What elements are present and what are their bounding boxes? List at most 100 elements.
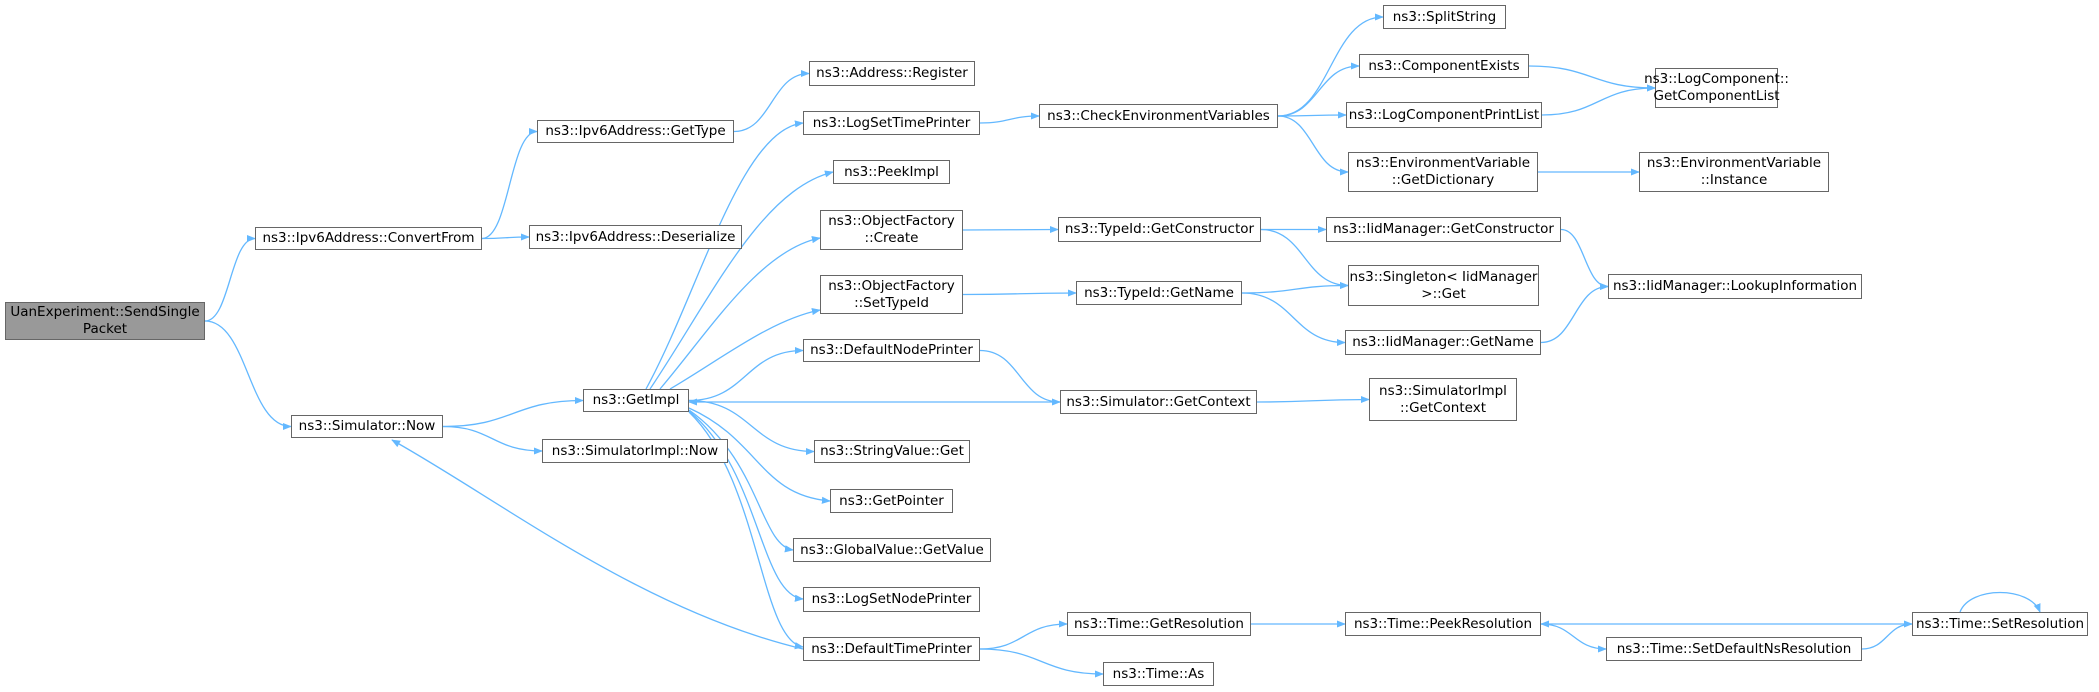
node-timepeekresolution[interactable]: ns3::Time::PeekResolution [1345, 612, 1541, 636]
node-label-line: ns3::Time::PeekResolution [1353, 615, 1533, 632]
node-typeidgetconstructor[interactable]: ns3::TypeId::GetConstructor [1058, 217, 1261, 242]
edge-componentexists-to-logcomponentgetlist [1528, 65, 1656, 92]
node-logsetnodeprinter[interactable]: ns3::LogSetNodePrinter [803, 587, 980, 612]
node-label-line: ns3::DefaultNodePrinter [810, 342, 973, 358]
node-stringvalueget[interactable]: ns3::StringValue::Get [814, 440, 970, 463]
node-singletonget[interactable]: ns3::Singleton< IidManager>::Get [1348, 265, 1539, 306]
edge-checkenv-to-logcomponentprintlist [1277, 111, 1347, 119]
node-ipv6gettype[interactable]: ns3::Ipv6Address::GetType [537, 120, 734, 143]
node-simimplgetcontext[interactable]: ns3::SimulatorImpl::GetContext [1369, 378, 1517, 421]
node-label-line: ns3::ObjectFactory [828, 277, 955, 294]
node-label-line: ns3::GetImpl [592, 392, 680, 408]
edge-getimpl-to-getpointer [688, 407, 831, 504]
node-label-line: ns3::GlobalValue::GetValue [800, 541, 984, 558]
node-timegetresolution[interactable]: ns3::Time::GetResolution [1067, 612, 1251, 636]
edge-defaulttimeprinter-to-timegetresolution [979, 620, 1068, 650]
node-label-line: ns3::PeekImpl [844, 163, 939, 180]
node-getpointer[interactable]: ns3::GetPointer [830, 489, 953, 513]
edge-simnow-to-getimpl [442, 396, 584, 428]
node-label-line: ns3::LogComponent:: [1644, 71, 1789, 87]
edge-defaulttimeprinter-to-simnow [391, 439, 804, 650]
edge-root-to-simnow [204, 320, 292, 431]
edge-timepeekresolution-to-timesetdefaultns [1540, 623, 1607, 653]
node-splitstring[interactable]: ns3::SplitString [1383, 5, 1506, 29]
edge-checkenv-to-envgetdictionary [1277, 115, 1349, 176]
node-iidgetconstructor[interactable]: ns3::IidManager::GetConstructor [1326, 217, 1561, 242]
node-label-line: ns3::Simulator::Now [298, 418, 436, 434]
edge-getimpl-to-peekimpl [649, 170, 834, 390]
edge-getimpl-to-logsettimeprinter [645, 120, 804, 390]
node-envgetdictionary[interactable]: ns3::EnvironmentVariable::GetDictionary [1348, 152, 1538, 192]
edge-getimpl-to-defaultnodeprinter [688, 346, 804, 402]
node-typeidgetname[interactable]: ns3::TypeId::GetName [1076, 281, 1242, 305]
node-label-line: ns3::SimulatorImpl::Now [551, 442, 719, 459]
edge-logcomponentprintlist-to-logcomponentgetlist [1541, 84, 1656, 116]
edge-getimpl-to-ofcreate [659, 236, 821, 390]
node-label-line: ::GetContext [1399, 399, 1487, 416]
node-label-line: ::GetDictionary [1391, 172, 1495, 188]
edge-defaultnodeprinter-to-simgetcontext [979, 349, 1061, 406]
node-label-line: ::Instance [1700, 172, 1768, 188]
node-logcomponentprintlist[interactable]: ns3::LogComponentPrintList [1346, 102, 1542, 128]
edge-getimpl-to-logsetnodeprinter [688, 410, 804, 602]
node-simgetcontext[interactable]: ns3::Simulator::GetContext [1060, 390, 1257, 414]
node-ofcreate[interactable]: ns3::ObjectFactory::Create [820, 210, 963, 250]
node-label-line: ns3::TypeId::GetName [1084, 284, 1234, 301]
node-label-line: ns3::LogComponentPrintList [1348, 106, 1540, 123]
node-label-line: ::Create [864, 230, 919, 246]
node-componentexists[interactable]: ns3::ComponentExists [1359, 54, 1529, 78]
node-ipv6convertfrom[interactable]: ns3::Ipv6Address::ConvertFrom [255, 227, 482, 250]
node-label-line: ns3::TypeId::GetConstructor [1064, 221, 1255, 237]
node-envinstance[interactable]: ns3::EnvironmentVariable::Instance [1639, 152, 1829, 192]
edge-ipv6convertfrom-to-ipv6deserialize [481, 233, 530, 241]
edge-ofcreate-to-typeidgetconstructor [962, 225, 1059, 234]
node-label-line: GetComponentList [1653, 88, 1780, 104]
node-addrregister[interactable]: ns3::Address::Register [809, 61, 975, 86]
edge-simnow-to-simimplnow [442, 425, 543, 455]
node-label-line: ns3::ComponentExists [1368, 57, 1520, 74]
edge-iidgetconstructor-to-iidlookupinfo [1560, 228, 1609, 291]
node-label-line: ns3::EnvironmentVariable [1355, 155, 1531, 171]
node-timesetresolution[interactable]: ns3::Time::SetResolution [1912, 612, 2088, 636]
node-simimplnow[interactable]: ns3::SimulatorImpl::Now [542, 439, 728, 463]
node-label-line: ns3::IidManager::GetName [1352, 334, 1534, 350]
node-simnow[interactable]: ns3::Simulator::Now [291, 415, 443, 438]
node-label-line: ns3::Time::GetResolution [1073, 615, 1244, 632]
node-logcomponentgetlist[interactable]: ns3::LogComponent::GetComponentList [1644, 68, 1789, 108]
node-label-line: ns3::Ipv6Address::GetType [545, 123, 726, 139]
node-label-line: ns3::ObjectFactory [828, 213, 955, 229]
node-label-line: ns3::SplitString [1392, 8, 1497, 25]
edge-ipv6gettype-to-addrregister [733, 69, 810, 133]
node-ofsettypeid[interactable]: ns3::ObjectFactory::SetTypeId [820, 275, 963, 314]
node-label-line: ns3::Time::SetDefaultNsResolution [1616, 640, 1852, 657]
node-peekimpl[interactable]: ns3::PeekImpl [833, 160, 950, 184]
node-label-line: ns3::SimulatorImpl [1379, 382, 1507, 399]
node-defaultnodeprinter[interactable]: ns3::DefaultNodePrinter [803, 339, 980, 362]
node-getimpl[interactable]: ns3::GetImpl [583, 389, 689, 412]
node-timeas[interactable]: ns3::Time::As [1103, 662, 1214, 686]
edge-ofsettypeid-to-typeidgetname [962, 289, 1077, 297]
edge-typeidgetname-to-singletonget [1241, 281, 1349, 294]
node-label-line: ns3::StringValue::Get [820, 443, 964, 459]
node-defaulttimeprinter[interactable]: ns3::DefaultTimePrinter [803, 637, 980, 661]
node-label-line: ns3::EnvironmentVariable [1646, 155, 1822, 171]
node-label-line: ns3::LogSetNodePrinter [811, 591, 972, 607]
node-logsettimeprinter[interactable]: ns3::LogSetTimePrinter [803, 111, 980, 135]
edge-iidgetname-to-iidlookupinfo [1540, 282, 1609, 344]
edge-checkenv-to-componentexists [1277, 62, 1360, 117]
edge-logsettimeprinter-to-checkenv [979, 112, 1040, 124]
node-iidgetname[interactable]: ns3::IidManager::GetName [1345, 330, 1541, 355]
node-iidlookupinfo[interactable]: ns3::IidManager::LookupInformation [1608, 274, 1862, 299]
node-label-line: ns3::Singleton< IidManager [1349, 268, 1538, 285]
node-label-line: ns3::Simulator::GetContext [1066, 393, 1251, 410]
edge-simgetcontext-to-simimplgetcontext [1256, 395, 1370, 404]
node-label-line: Packet [82, 321, 128, 337]
node-ipv6deserialize[interactable]: ns3::Ipv6Address::Deserialize [529, 225, 742, 249]
node-checkenv[interactable]: ns3::CheckEnvironmentVariables [1039, 104, 1278, 128]
node-globalvaluegetvalue[interactable]: ns3::GlobalValue::GetValue [793, 538, 991, 562]
node-timesetdefaultns[interactable]: ns3::Time::SetDefaultNsResolution [1606, 637, 1862, 661]
node-label-line: ns3::Address::Register [816, 65, 968, 81]
node-label-line: ns3::GetPointer [839, 492, 944, 509]
